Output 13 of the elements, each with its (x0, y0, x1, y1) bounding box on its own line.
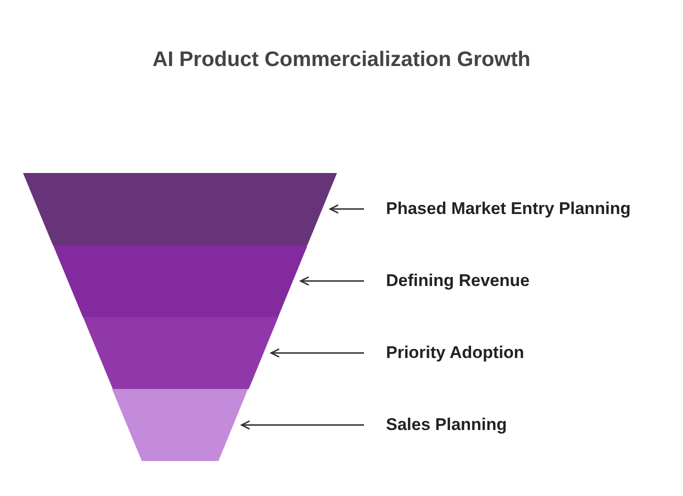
stage-label: Phased Market Entry Planning (386, 199, 631, 219)
funnel-segment (112, 389, 248, 461)
arrow (240, 420, 364, 430)
arrow (329, 204, 364, 214)
stage-label: Sales Planning (386, 415, 507, 435)
funnel-segment (52, 245, 308, 317)
stage-label: Defining Revenue (386, 271, 530, 291)
funnel-segment (23, 173, 337, 245)
arrow (270, 348, 364, 358)
arrow (300, 276, 364, 286)
funnel-segment (82, 317, 278, 389)
stage-label: Priority Adoption (386, 343, 524, 363)
diagram-title: AI Product Commercialization Growth (151, 48, 532, 72)
